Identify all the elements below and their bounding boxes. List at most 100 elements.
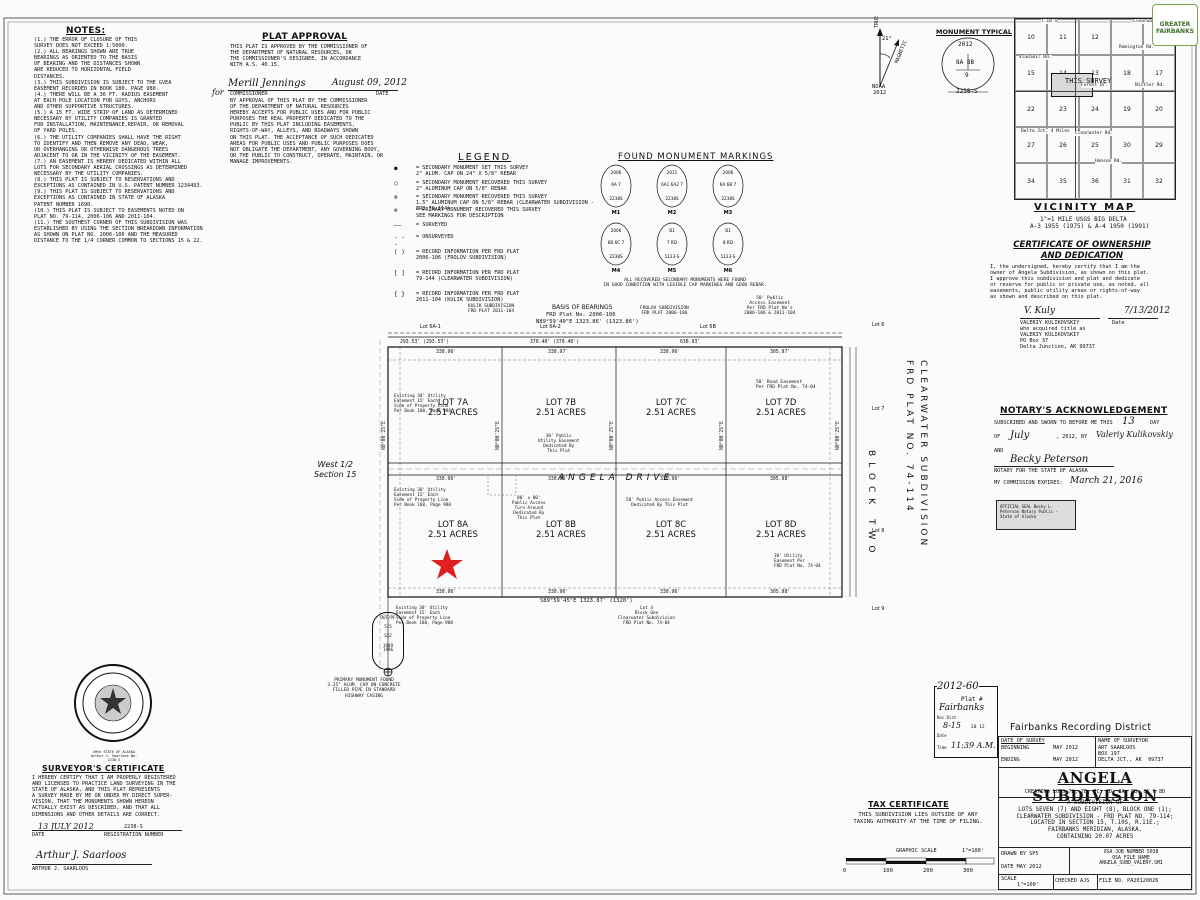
- monument-cap-text: 2006: [611, 170, 622, 175]
- monument-cap-text: 1123-S: [665, 254, 680, 259]
- dimension-label: 305.97': [770, 350, 791, 355]
- dimension-label: 330.96': [548, 590, 569, 595]
- monument-cap-text: 6A 7: [611, 182, 621, 187]
- dimension-label: 370.40' (370.40'): [530, 340, 580, 345]
- stamp-year: 20 12: [971, 725, 985, 730]
- adjacent-lot-label: Lot 8: [872, 528, 885, 534]
- surveyor-certificate-text: I HEREBY CERTIFY THAT I AM PROPERLY REGI…: [32, 775, 176, 818]
- ownership-text: I, the undersigned, hereby certify that …: [990, 264, 1150, 301]
- legend-text: = RECORD INFORMATION PER FRD PLAT 2011-1…: [416, 291, 520, 304]
- public-access-dedicated-label: 50' Public Access Easement Dedicated By …: [626, 498, 694, 508]
- adjacent-lot-label: Lot 6B: [700, 324, 716, 330]
- vicinity-map: 1011121514131817222324192027262530293435…: [1014, 18, 1176, 200]
- south-bearing: S89°59'45"E 1323.87' (1320'): [540, 598, 633, 604]
- monument-cap-text: 8 RD: [723, 240, 733, 245]
- adjacent-lot-label: Lot 9: [872, 606, 885, 612]
- vicinity-road-label: Remington Rd.: [1119, 45, 1155, 50]
- graphic-scale-label: GRAPHIC SCALE: [896, 848, 937, 854]
- owner-sign-line: [1020, 318, 1100, 319]
- footer-vdivider-2: [1097, 874, 1098, 890]
- stamp-time-label: Time: [937, 745, 947, 750]
- recording-district: Fairbanks Recording District: [1010, 722, 1152, 733]
- notary-by-name: Valeriy Kulikovskiy: [1096, 430, 1173, 439]
- title-divider: [999, 797, 1191, 798]
- approval-date: August 09, 2012: [332, 78, 408, 88]
- vicinity-section-cell: 27: [1015, 127, 1047, 163]
- monument-markings-caption: ALL RECOVERED SECONDARY MONUMENTS WERE F…: [603, 278, 767, 289]
- monument-label: M2: [668, 210, 677, 216]
- tax-certificate-text: THIS SUBDIVISION LIES OUTSIDE OF ANY TAX…: [853, 812, 983, 825]
- monument-cap-icon: [656, 164, 688, 208]
- legend-title: LEGEND: [458, 152, 512, 163]
- utility-easement-bot: Existing 30' Utility Easement 15' Each S…: [396, 606, 453, 626]
- monument-cap-text: 1123-S: [721, 254, 736, 259]
- stamp-rec: Rec Dist: [937, 715, 957, 720]
- title-block: DATE OF SURVEY BEGINNING MAY 2012 ENDING…: [998, 736, 1192, 890]
- monument-cap-icon: [656, 222, 688, 266]
- lot-area: 2.51 ACRES: [428, 530, 478, 540]
- surveyor-signature: Arthur J. Saarloos: [36, 850, 127, 861]
- vicinity-section-cell: 20: [1143, 91, 1175, 127]
- plat-approval-body: BY APPROVAL OF THIS PLAT BY THE COMMISSI…: [230, 98, 384, 165]
- stamp-district: Fairbanks: [939, 703, 985, 713]
- approval-sign-line: [228, 90, 398, 91]
- kulik-label: KULIK SUBDIVISION FRD PLAT 2011-104: [468, 304, 515, 314]
- monument-cap-icon: [712, 222, 744, 266]
- monument-typical-year: 2012: [958, 41, 973, 48]
- monument-typical-reg: 2238-S: [956, 88, 978, 95]
- vicinity-section-cell: [1111, 19, 1143, 55]
- turnaround-label: 80' x 80' Public Access Turn-Around Dedi…: [512, 496, 546, 521]
- monument-cap-text: 2238S: [609, 254, 623, 259]
- vicinity-title: VICINITY MAP: [1034, 202, 1136, 213]
- vicinity-section-cell: 31: [1111, 163, 1143, 199]
- monument-cap-text: B1: [669, 228, 675, 233]
- footer-vdivider-3: [1069, 848, 1070, 874]
- vicinity-road-label: Forest Dr.: [1081, 83, 1109, 88]
- surveyor-seal-text: 49th STATE OF ALASKA Arthur J. Saarloos …: [90, 750, 140, 762]
- legend-text: = UNSURVEYED: [416, 234, 454, 240]
- lot-name: LOT 8D: [765, 520, 797, 530]
- tax-certificate-title: TAX CERTIFICATE: [868, 800, 949, 809]
- owner-signature: V. Kuly: [1024, 306, 1055, 316]
- surveyor-address: ART SAARLOOS BOX 197 DELTA JCT., AK 9973…: [1098, 745, 1164, 764]
- file-number: FILE NO. PA20120026: [1099, 878, 1159, 884]
- survey-dates-cell: DATE OF SURVEY BEGINNING MAY 2012 ENDING…: [999, 737, 1096, 768]
- ownership-title: CERTIFICATE OF OWNERSHIP AND DEDICATION: [1013, 240, 1151, 261]
- vicinity-section-cell: 15: [1015, 55, 1047, 91]
- lot-name: LOT 7D: [765, 398, 797, 408]
- dimension-label: 293.53' (293.53'): [400, 340, 450, 345]
- lot-area: 2.51 ACRES: [536, 408, 586, 418]
- notary-expires: March 21, 2016: [1070, 476, 1143, 486]
- vicinity-section-cell: 19: [1111, 91, 1143, 127]
- utility-easement-top: Existing 30' Utility Easement 15' Each S…: [394, 394, 451, 414]
- vicinity-road-label: Clearwater Rd.: [1075, 131, 1113, 136]
- ending-value: MAY 2012: [1053, 757, 1078, 763]
- surveyor-name-cell: NAME OF SURVEYOR ART SAARLOOS BOX 197 DE…: [1095, 737, 1191, 768]
- adjacent-lot-label: Lot 6A-1: [420, 324, 441, 330]
- dimension-label: N0°00'25"E: [496, 421, 501, 450]
- notary-sign-line: [994, 466, 1114, 467]
- monument-cap-text: 2238S: [665, 196, 679, 201]
- monument-typical-icon: [941, 37, 995, 93]
- basis-title: BASIS OF BEARINGS: [552, 304, 613, 311]
- dimension-label: N0°00'25"E: [836, 421, 841, 450]
- primary-monument-label: PRIMARY MONUMENT FOUND 3.25" ALUM. CAP O…: [327, 678, 401, 699]
- dimension-label: 330.97': [548, 350, 569, 355]
- monument-cap-icon: [712, 164, 744, 208]
- notary-signature: Becky Peterson: [1010, 454, 1089, 465]
- owner-date-label: Date: [1112, 320, 1125, 326]
- legend-text: = SURVEYED: [416, 222, 448, 228]
- legend-symbol: - - -: [394, 234, 405, 248]
- section-label: West 1/2 Section 15: [314, 460, 357, 479]
- legend-text: = RECORD INFORMATION PER FRD PLAT 2006-1…: [416, 249, 520, 262]
- dimension-label: 330.96': [660, 350, 681, 355]
- monument-cap-text: 6A 6B 7: [720, 182, 737, 187]
- notary-title: NOTARY'S ACKNOWLEDGEMENT: [1000, 406, 1168, 416]
- surveyor-name-label: NAME OF SURVEYOR: [1098, 738, 1148, 744]
- dimension-label: 305.98': [770, 590, 791, 595]
- vicinity-road-label: Nistler Rd.: [1135, 83, 1165, 88]
- date-of-survey-label: DATE OF SURVEY: [1001, 738, 1045, 744]
- plat-approval-title: PLAT APPROVAL: [262, 32, 348, 42]
